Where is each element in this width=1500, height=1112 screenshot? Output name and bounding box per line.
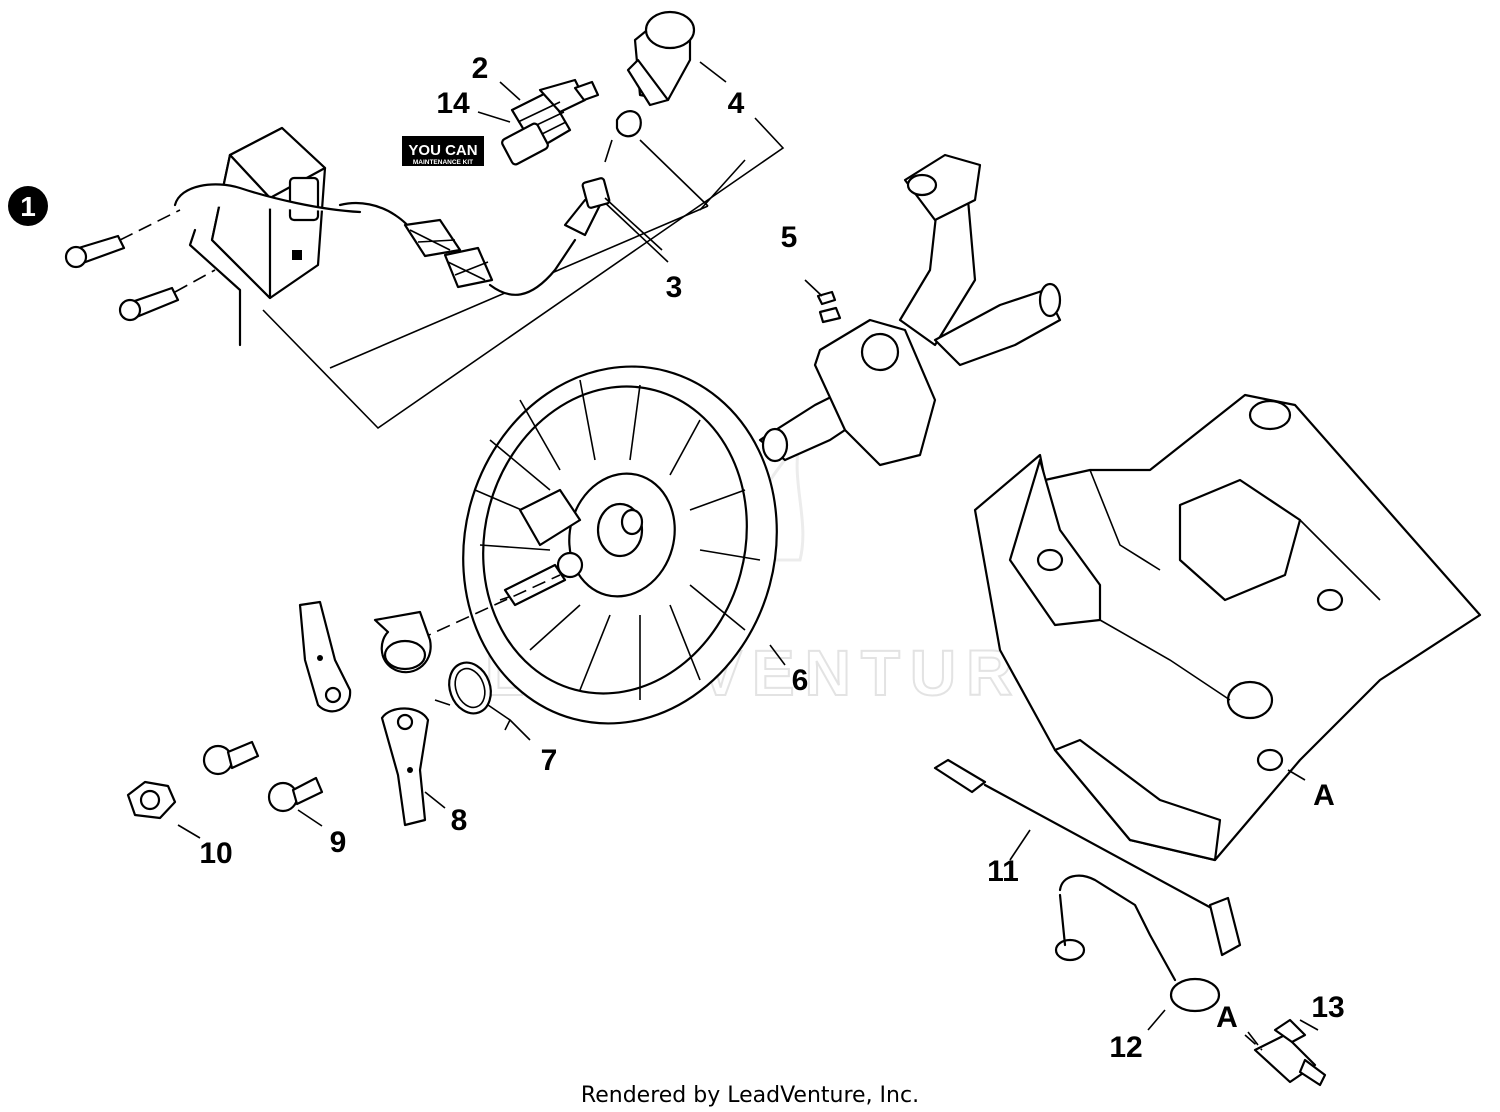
callout-10[interactable]: 10	[199, 837, 232, 870]
pawl-spring-clip[interactable]	[373, 610, 432, 674]
leader-lines	[177, 61, 1319, 1046]
flywheel[interactable]	[417, 331, 816, 759]
ground-wire[interactable]	[1054, 874, 1221, 1013]
callout-5[interactable]: 5	[781, 221, 798, 254]
starter-pawls[interactable]	[298, 600, 430, 827]
callout-6[interactable]: 6	[792, 664, 809, 697]
callout-14[interactable]: 14	[436, 87, 470, 120]
coil-screws[interactable]	[64, 209, 216, 322]
callout-8[interactable]: 8	[451, 804, 468, 837]
callout-1[interactable]: 1	[8, 186, 48, 226]
crankshaft[interactable]	[758, 153, 1062, 467]
spark-plug-boot[interactable]	[626, 10, 696, 107]
woodruff-key[interactable]	[816, 290, 842, 324]
stop-switch[interactable]	[1244, 1018, 1327, 1087]
callout-1-text: 1	[20, 191, 36, 222]
sensor-wire[interactable]	[933, 758, 1242, 957]
reference-a-crankcase[interactable]: A	[1313, 779, 1335, 812]
callout-12[interactable]: 12	[1109, 1031, 1142, 1064]
ignition-coil[interactable]	[173, 126, 397, 347]
reference-a-switch[interactable]: A	[1216, 1001, 1238, 1034]
spark-plug-connector[interactable]	[581, 110, 642, 209]
spark-plug[interactable]	[501, 78, 600, 166]
callout-2[interactable]: 2	[472, 52, 489, 85]
callout-7[interactable]: 7	[541, 744, 558, 777]
spark-plug-wire[interactable]	[393, 198, 602, 296]
callout-3[interactable]: 3	[666, 271, 683, 304]
callout-9[interactable]: 9	[330, 826, 347, 859]
callout-4[interactable]: 4	[728, 87, 745, 120]
crankcase[interactable]	[973, 393, 1482, 862]
callout-13[interactable]: 13	[1311, 991, 1344, 1024]
callout-11[interactable]: 11	[987, 855, 1019, 888]
flywheel-nut[interactable]	[126, 780, 177, 820]
footer-credit: Rendered by LeadVenture, Inc.	[581, 1083, 919, 1108]
maintenance-kit-badge: YOU CAN MAINTENANCE KIT	[402, 136, 484, 166]
badge-top-text: YOU CAN	[408, 142, 477, 159]
badge-bottom-text: MAINTENANCE KIT	[413, 159, 473, 166]
pawl-screws[interactable]	[202, 740, 324, 813]
